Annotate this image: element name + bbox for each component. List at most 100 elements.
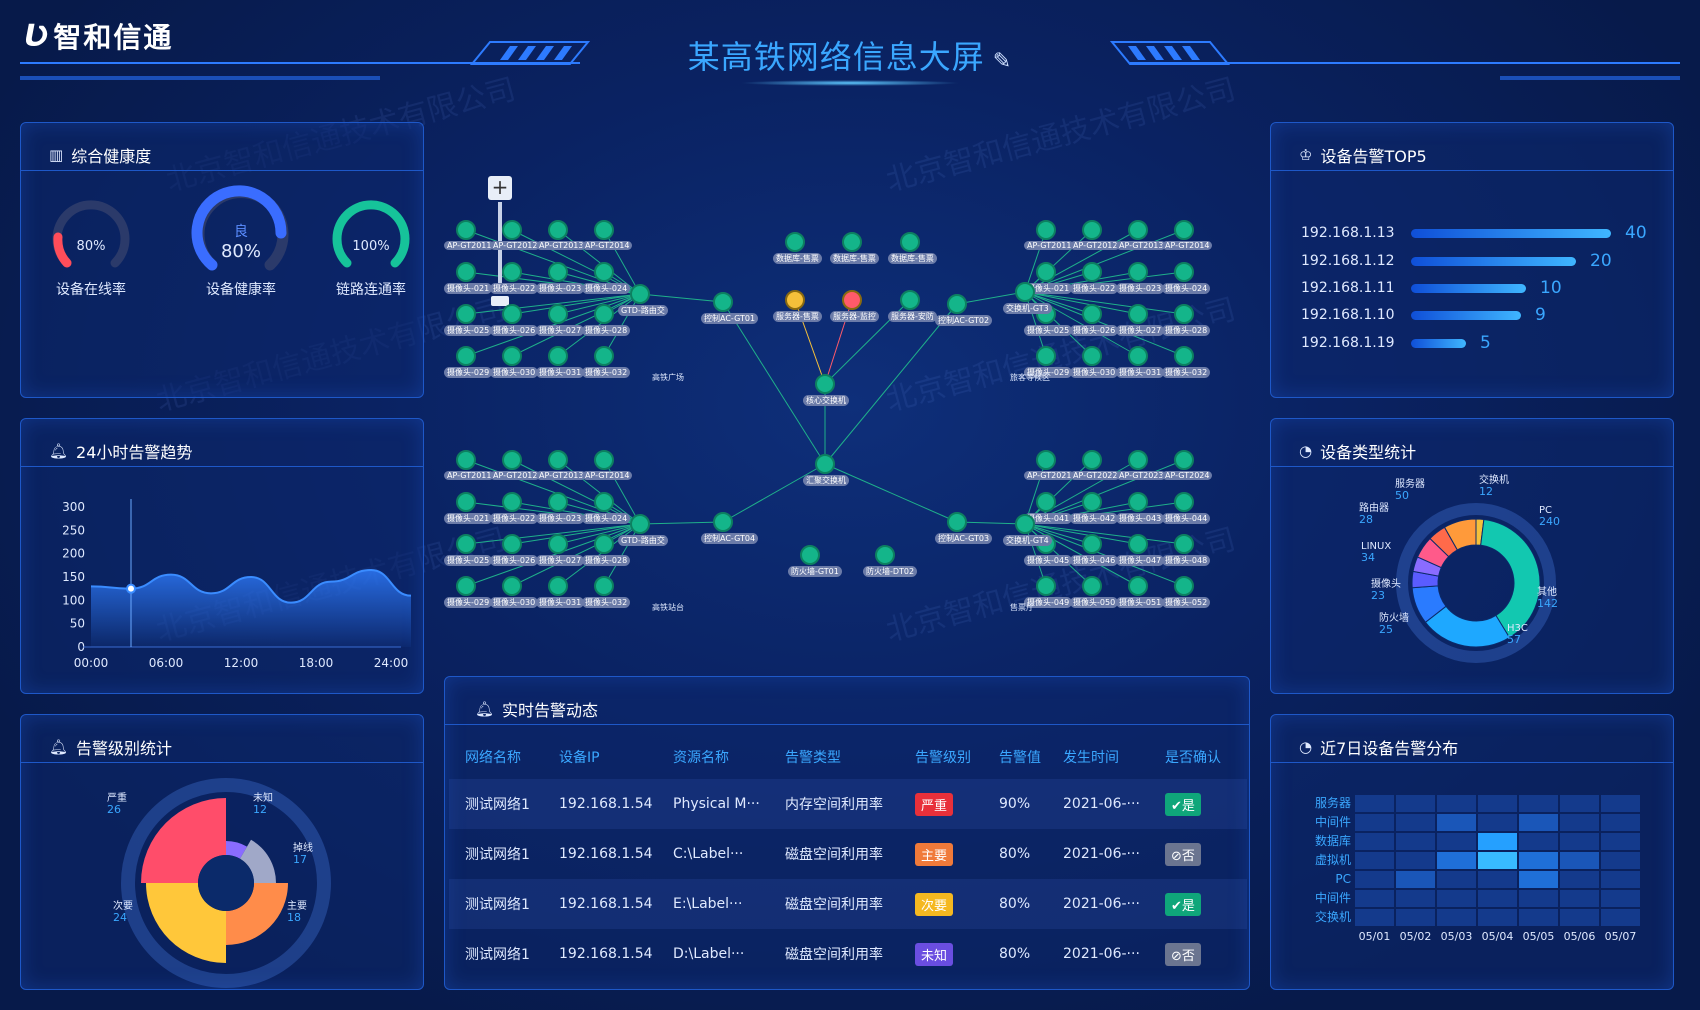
heatmap-cell[interactable] (1355, 795, 1394, 812)
heatmap-cell[interactable] (1355, 871, 1394, 888)
heatmap-cell[interactable] (1560, 795, 1599, 812)
device-node[interactable] (1128, 576, 1148, 596)
heatmap-cell[interactable] (1601, 871, 1640, 888)
device-node[interactable] (502, 220, 522, 240)
heatmap-cell[interactable] (1478, 909, 1517, 926)
device-node[interactable] (548, 304, 568, 324)
device-node[interactable] (1174, 576, 1194, 596)
device-node[interactable] (548, 534, 568, 554)
device-node[interactable] (1036, 220, 1056, 240)
device-node[interactable] (1082, 220, 1102, 240)
device-node[interactable] (594, 346, 614, 366)
heatmap-cell[interactable] (1519, 833, 1558, 850)
device-node[interactable] (594, 576, 614, 596)
device-node[interactable] (594, 450, 614, 470)
heatmap-cell[interactable] (1478, 890, 1517, 907)
device-node[interactable] (1036, 346, 1056, 366)
heatmap-cell[interactable] (1560, 852, 1599, 869)
device-node[interactable] (502, 534, 522, 554)
heatmap-cell[interactable] (1396, 871, 1435, 888)
heatmap-cell[interactable] (1519, 795, 1558, 812)
confirm-badge[interactable]: ✔是 (1165, 892, 1201, 916)
device-node[interactable] (502, 450, 522, 470)
device-node[interactable] (548, 450, 568, 470)
device-node[interactable] (1128, 304, 1148, 324)
database-node[interactable] (842, 232, 862, 252)
heatmap-cell[interactable] (1396, 852, 1435, 869)
heatmap-cell[interactable] (1560, 833, 1599, 850)
heatmap-cell[interactable] (1396, 890, 1435, 907)
device-node[interactable] (1174, 534, 1194, 554)
heatmap-cell[interactable] (1396, 795, 1435, 812)
switch-node[interactable] (1015, 514, 1035, 534)
heatmap-cell[interactable] (1396, 814, 1435, 831)
device-node[interactable] (1082, 576, 1102, 596)
heatmap-cell[interactable] (1355, 852, 1394, 869)
device-node[interactable] (456, 450, 476, 470)
heatmap-cell[interactable] (1437, 852, 1476, 869)
switch-node[interactable] (630, 284, 650, 304)
database-node[interactable] (785, 232, 805, 252)
device-node[interactable] (548, 576, 568, 596)
device-node[interactable] (594, 262, 614, 282)
heatmap-cell[interactable] (1519, 814, 1558, 831)
heatmap-cell[interactable] (1601, 833, 1640, 850)
heatmap-cell[interactable] (1437, 871, 1476, 888)
firewall-node[interactable] (800, 545, 820, 565)
device-node[interactable] (1128, 492, 1148, 512)
device-node[interactable] (1174, 346, 1194, 366)
device-node[interactable] (1128, 450, 1148, 470)
heatmap-cell[interactable] (1601, 890, 1640, 907)
donut-slice[interactable] (1480, 518, 1541, 639)
zoom-in-button[interactable]: + (488, 176, 512, 200)
heatmap-cell[interactable] (1355, 833, 1394, 850)
heatmap-cell[interactable] (1355, 890, 1394, 907)
pie-slice[interactable] (141, 798, 226, 883)
aggregation-switch-node[interactable] (815, 454, 835, 474)
controller-node[interactable] (713, 292, 733, 312)
heatmap-cell[interactable] (1601, 814, 1640, 831)
device-node[interactable] (1174, 450, 1194, 470)
device-node[interactable] (1036, 262, 1056, 282)
device-node[interactable] (1082, 492, 1102, 512)
pie-slice[interactable] (226, 841, 247, 859)
confirm-badge[interactable]: ⊘否 (1165, 942, 1201, 966)
device-node[interactable] (548, 492, 568, 512)
heatmap-cell[interactable] (1478, 852, 1517, 869)
device-node[interactable] (1082, 262, 1102, 282)
heatmap-cell[interactable] (1478, 871, 1517, 888)
pencil-icon[interactable]: ✎ (992, 49, 1013, 74)
heatmap-cell[interactable] (1560, 890, 1599, 907)
device-node[interactable] (1174, 220, 1194, 240)
device-node[interactable] (456, 262, 476, 282)
heatmap-cell[interactable] (1396, 909, 1435, 926)
heatmap-cell[interactable] (1560, 814, 1599, 831)
heatmap-cell[interactable] (1437, 890, 1476, 907)
device-node[interactable] (548, 262, 568, 282)
device-node[interactable] (1082, 304, 1102, 324)
device-node[interactable] (594, 220, 614, 240)
confirm-badge[interactable]: ✔是 (1165, 792, 1201, 816)
heatmap-cell[interactable] (1437, 814, 1476, 831)
heatmap-cell[interactable] (1560, 871, 1599, 888)
device-node[interactable] (502, 262, 522, 282)
device-node[interactable] (456, 220, 476, 240)
donut-slice[interactable] (1443, 518, 1477, 551)
controller-node[interactable] (947, 512, 967, 532)
heatmap-cell[interactable] (1601, 852, 1640, 869)
device-node[interactable] (1128, 262, 1148, 282)
controller-node[interactable] (713, 512, 733, 532)
heatmap-cell[interactable] (1601, 909, 1640, 926)
device-node[interactable] (502, 304, 522, 324)
server-node[interactable] (842, 290, 862, 310)
trend-marker[interactable] (126, 583, 136, 594)
heatmap-cell[interactable] (1396, 833, 1435, 850)
heatmap-cell[interactable] (1355, 814, 1394, 831)
device-node[interactable] (1082, 346, 1102, 366)
device-node[interactable] (594, 534, 614, 554)
switch-node[interactable] (1015, 282, 1035, 302)
device-node[interactable] (594, 304, 614, 324)
